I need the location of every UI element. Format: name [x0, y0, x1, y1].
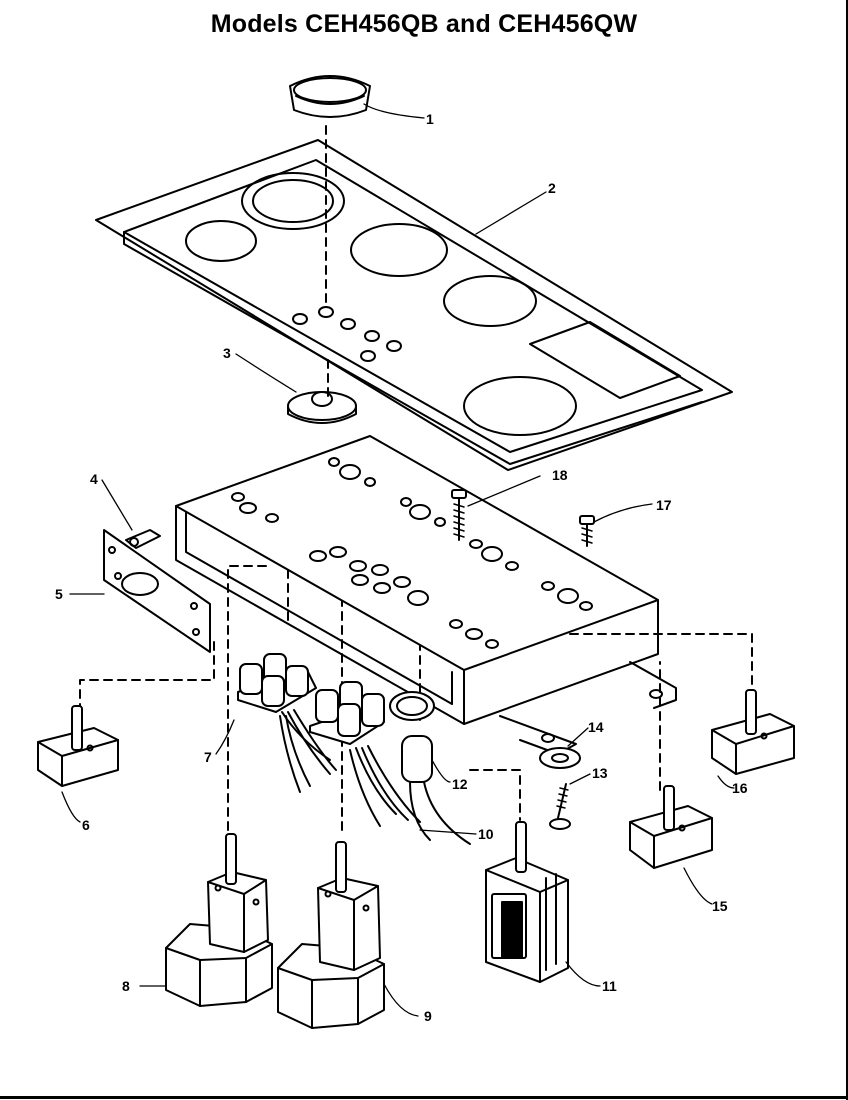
label-part-11: 11: [602, 978, 617, 994]
label-part-15: 15: [712, 898, 728, 914]
bottom-border: [0, 1096, 848, 1099]
leader-lines: [61, 103, 735, 1017]
label-part-10: 10: [478, 826, 494, 842]
label-part-6: 6: [82, 817, 90, 833]
part-9-infinite-switch: [277, 841, 385, 1029]
label-part-13: 13: [592, 765, 608, 781]
part-2-glass-cooktop: [95, 139, 733, 471]
label-part-9: 9: [424, 1008, 432, 1024]
label-part-2: 2: [548, 180, 556, 196]
part-16-switch: [711, 689, 795, 775]
housing-tabs: [499, 661, 677, 755]
label-part-1: 1: [426, 111, 434, 127]
part-17-screw: [579, 515, 595, 547]
label-part-17: 17: [656, 497, 672, 513]
part-14-washer: [539, 747, 581, 769]
label-part-18: 18: [552, 467, 568, 483]
part-15-switch: [629, 785, 713, 869]
part-4-clip: [125, 529, 161, 549]
part-6-switch: [37, 705, 119, 787]
part-13-screw: [549, 783, 571, 830]
part-number-labels: 1 2 3 4 5 6 7 8 9 10 11 12 13 14 15 16 1…: [55, 111, 748, 1024]
part-1-trim-ring: [289, 75, 371, 118]
part-18-screw: [451, 489, 467, 541]
part-3-knob: [287, 391, 357, 424]
label-part-12: 12: [452, 776, 468, 792]
label-part-16: 16: [732, 780, 748, 796]
label-part-14: 14: [588, 719, 604, 735]
label-part-4: 4: [90, 471, 98, 487]
page-title: Models CEH456QB and CEH456QW: [210, 10, 638, 38]
label-part-5: 5: [55, 586, 63, 602]
control-housing: [175, 435, 659, 725]
part-7-capacitor-bank: [237, 653, 337, 793]
part-11-relay: [485, 821, 569, 983]
part-5-bracket: [103, 529, 211, 653]
label-part-8: 8: [122, 978, 130, 994]
part-12-capacitor-assembly: [309, 681, 471, 845]
part-8-infinite-switch: [165, 833, 273, 1007]
right-border: [846, 0, 848, 1100]
label-part-7: 7: [204, 749, 212, 765]
label-part-3: 3: [223, 345, 231, 361]
